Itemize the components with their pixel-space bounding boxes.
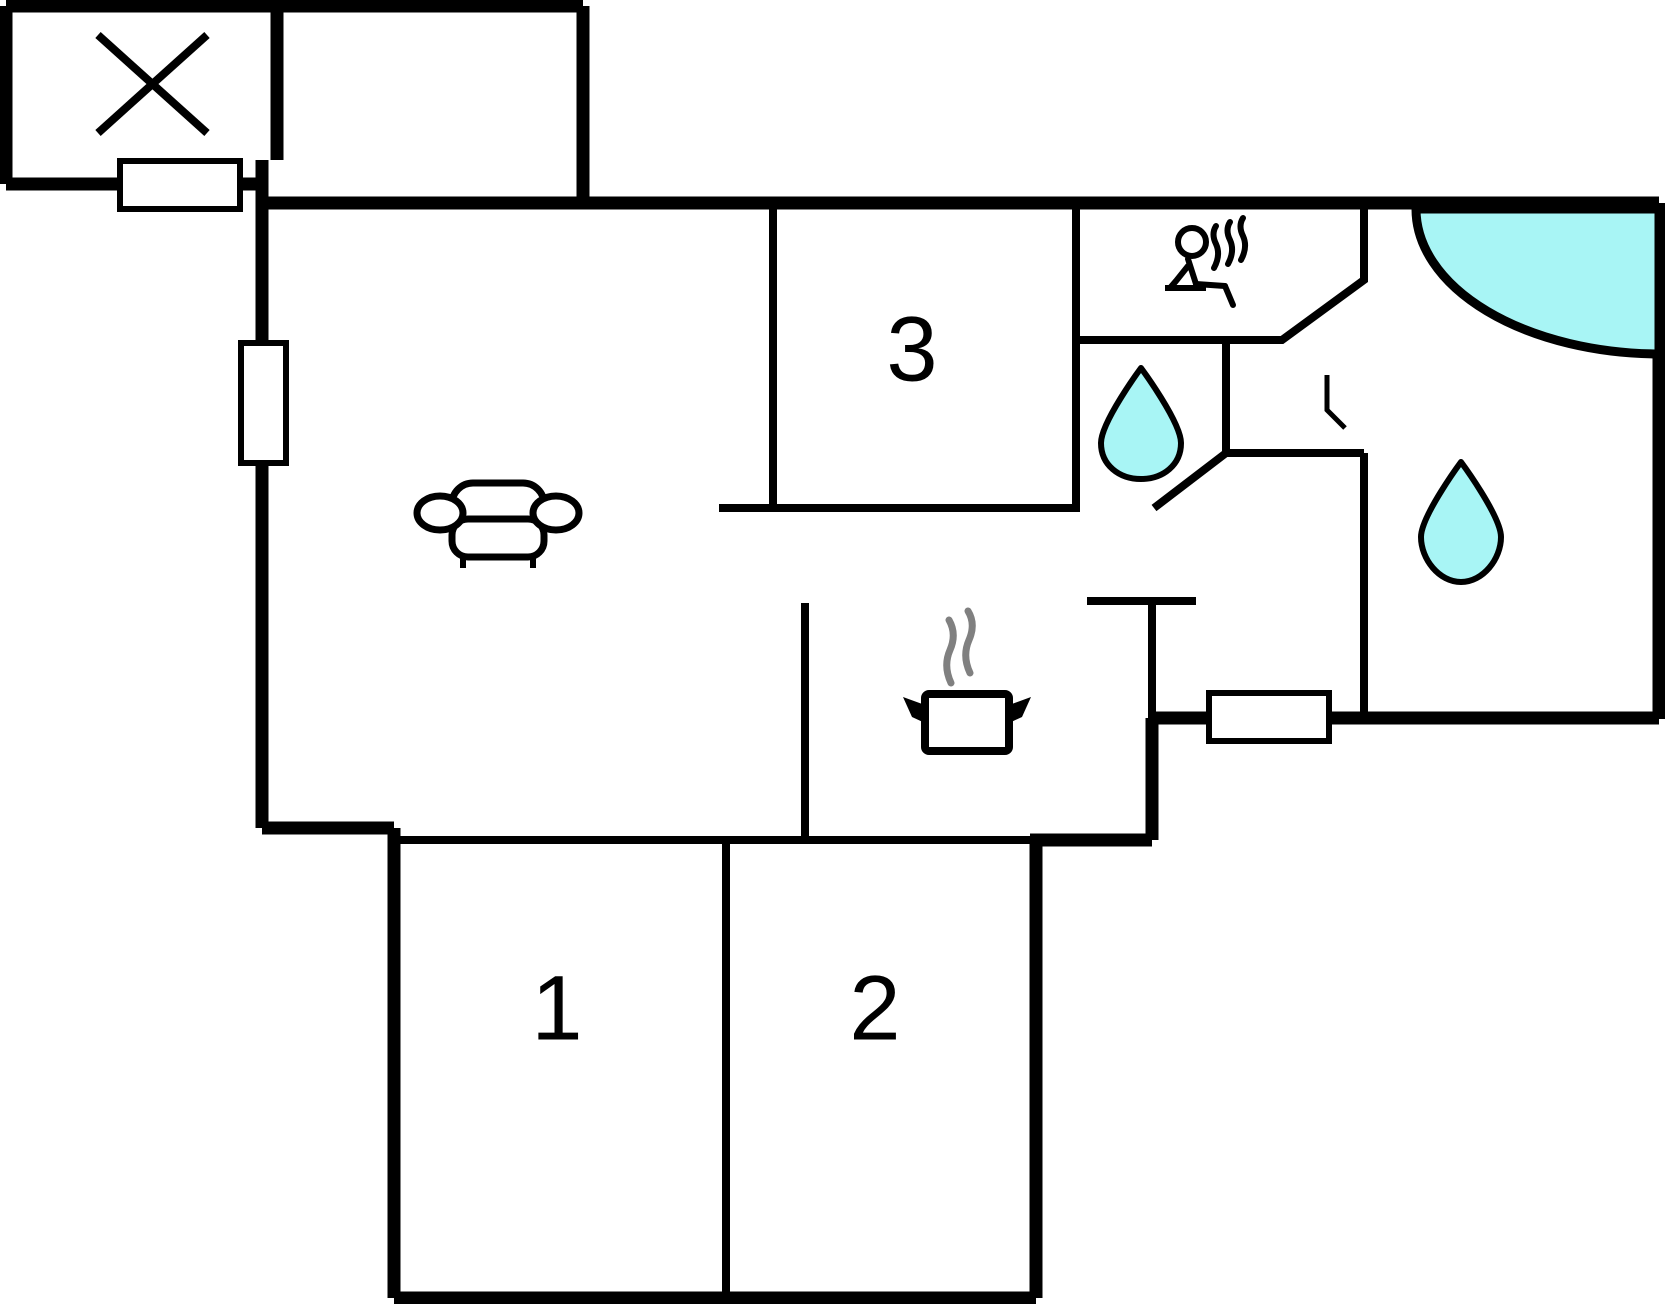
sofa-icon <box>413 479 583 568</box>
interior-walls <box>394 207 1368 1298</box>
shower-corner-icon <box>1411 204 1664 359</box>
room-labels: 3 1 2 <box>531 298 937 1059</box>
water-drop-icon-lower <box>1418 459 1504 585</box>
openings-group <box>117 158 1332 744</box>
cooking-pot-icon <box>903 607 1031 755</box>
room-label-3: 3 <box>886 298 937 400</box>
water-drop-icon-upper <box>1098 365 1184 482</box>
door-opening-terrace[interactable] <box>117 158 243 212</box>
terrace-cross-icon <box>95 32 210 136</box>
wall-sauna-bottom-angled <box>1076 207 1368 344</box>
door-opening-kitchen[interactable] <box>1206 690 1332 744</box>
sauna-icon <box>1165 215 1249 308</box>
room-label-1: 1 <box>531 957 582 1059</box>
window-opening-left[interactable] <box>238 340 289 466</box>
room-label-2: 2 <box>849 957 900 1059</box>
door-jamb-bathroom <box>1324 375 1347 430</box>
